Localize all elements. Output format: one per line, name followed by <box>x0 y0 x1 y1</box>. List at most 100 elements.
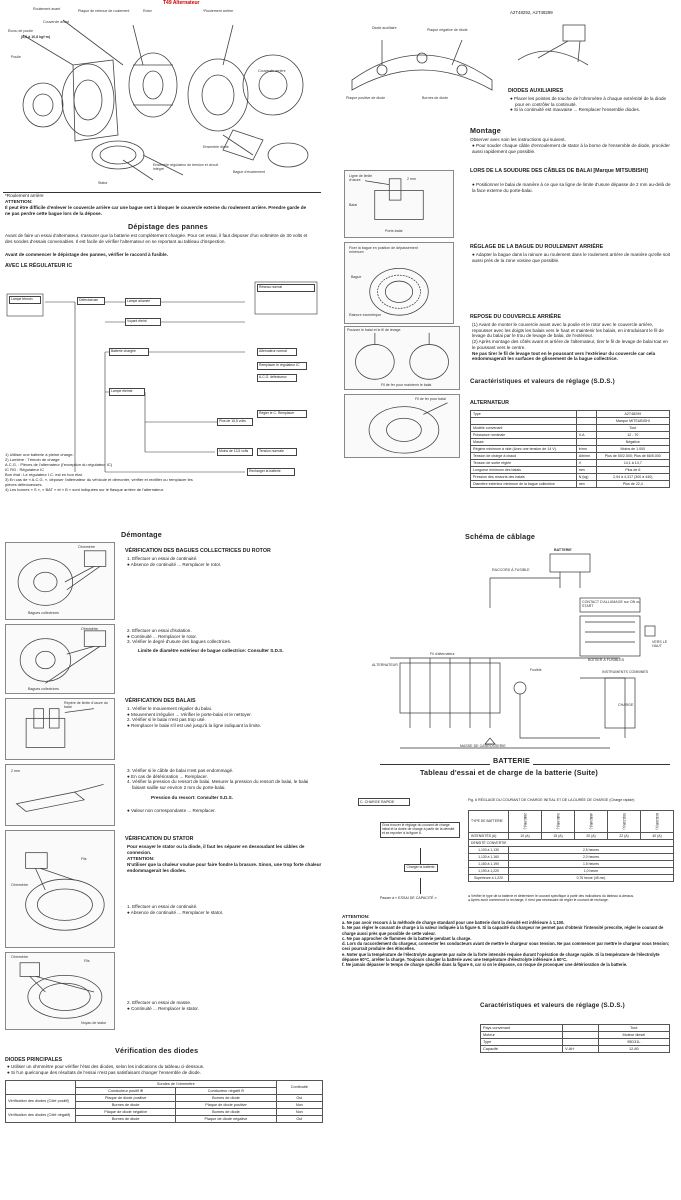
alternateur-label: ALTERNATEUR <box>470 400 509 406</box>
flow-node-1: Défectueuse <box>77 297 105 305</box>
fig6-notes: ● Vérifier le type de la batterie et dét… <box>468 894 668 903</box>
batt-att-item-4: e. Noter que la température de l'électro… <box>342 951 660 962</box>
verif-stator-att: ATTENTION: <box>127 856 155 861</box>
carac2-title: Caractéristiques et valeurs de réglage (… <box>480 1002 625 1009</box>
diode-table-sub-0: Conducteur positif ⊕ <box>74 1087 177 1095</box>
brush-drawing <box>25 708 94 748</box>
reglage-fig-label-0: Fixer la bague en position de dépassemen… <box>349 246 418 255</box>
diodes-title: Vérification des diodes <box>115 1046 199 1055</box>
flow-charge-line2 <box>420 878 421 894</box>
flow-node-5: Batterie chargée <box>109 348 149 356</box>
alt-label-3: Rotor <box>143 9 152 13</box>
verif-stator-list: 1. Effectuer un essai de continuité. ● A… <box>127 904 322 915</box>
verif-stator-list2: 2. Effectuer un essai de masse. ● Contin… <box>127 1000 322 1011</box>
alt-label-0: Roulement avant <box>33 7 61 11</box>
diode-row-2-c2: Bornes de diode <box>175 1108 277 1116</box>
schema-label-4: VERS LE HAUT <box>652 640 668 649</box>
alt-spec-cell <box>575 417 597 425</box>
alt-spec-cell: Modèle convenant <box>470 424 577 432</box>
fig-label-7: Fils <box>81 857 87 861</box>
flow-node-4: Réseau normal <box>257 284 315 292</box>
stator-drawing <box>25 852 105 931</box>
alt-label-11: Bague d'écartement <box>233 170 266 174</box>
alt-spec-cell: mm <box>575 466 597 474</box>
verif-stator-title: VÉRIFICATION DU STATOR <box>125 836 194 842</box>
verif-bagues-title: VÉRIFICATION DES BAGUES COLLECTRICES DU … <box>125 548 271 554</box>
rotor-isolation-drawing <box>19 630 107 684</box>
schema-label-1: RACCORD À FUSIBLE <box>492 568 530 572</box>
verif-balais-item2-0: 3. Vérifier si le câble de balai n'est p… <box>127 768 234 773</box>
alt-spec-cell: Tension de charge à chaud <box>470 452 577 460</box>
batt-spec-cell: Capacité <box>479 1045 564 1053</box>
flow-node-14: Recharger la batterie <box>247 468 295 476</box>
alt-spec-cell: tr/mn <box>575 445 597 453</box>
fig6-caption: Fig. 6 RÉGLAGE DU COURANT DE CHARGE INIT… <box>468 798 635 802</box>
verif-bagues-list2: 2. Effectuer un essai d'isolation. ● Con… <box>127 628 322 645</box>
fig-brush-spring: 2 mm <box>5 764 115 826</box>
flow-charge-box3: Passer à « ESSAI DE CAPACITÉ ». <box>380 896 438 900</box>
fig-brush-solder: Ligne de limite d'usure 2 mm Balai Porte… <box>344 170 454 238</box>
verif-balais-item-3: ● Remplacer le balai s'il est usé jusqu'… <box>127 723 262 729</box>
fig-rotor-continuity: Ohmmètre Bagues collectrices <box>5 542 115 620</box>
fig6-note-0: ● Vérifier le type de la batterie et dét… <box>468 894 635 898</box>
fig6-type-4: 80D26R(L) <box>640 810 674 833</box>
fig6-amp-3: 22 (A) <box>607 832 641 840</box>
rear-cover-drawing <box>355 332 449 380</box>
regulateur-title: AVEC LE RÉGULATEUR IC <box>5 263 73 269</box>
diode-row-1-c3: Non <box>275 1101 324 1109</box>
note-0: 1) Utiliser une batterie à pleine charge… <box>5 452 74 457</box>
alt-spec-cell: Négative <box>595 438 671 446</box>
diode-row-0-c3: Oui <box>275 1094 324 1102</box>
verif-bagues-list: 1. Effectuer un essai de continuité. ● A… <box>127 556 322 567</box>
batt-spec-cell <box>562 1038 599 1046</box>
diode-table-head-3: Continuité <box>275 1080 324 1095</box>
schema-label-9: Fusible <box>530 668 542 672</box>
schema-label-0: BATTERIE <box>554 548 572 552</box>
soudure-item: ● Positionner le balai de manière à ce q… <box>472 182 671 193</box>
alt-spec-cell: 2,94 à 4,317 (300 à 440) <box>595 473 671 481</box>
alt-label-4: *Roulement arrière <box>203 9 234 13</box>
depistage-title: Dépistage des pannes <box>128 222 208 231</box>
verif-balais-item-2: 2. Vérifier si le balai n'est pas trop u… <box>127 717 206 723</box>
diode-row-2-c1: Plaque de diode négative <box>74 1108 177 1116</box>
soudure-fig-label-0: Ligne de limite d'usure <box>349 174 373 183</box>
verif-bagues-limit: Limite de diamètre extérieur de bague co… <box>138 648 284 653</box>
flow-charge-line <box>420 848 421 864</box>
fig-label-6: Ohmmètre <box>11 883 28 887</box>
fig-label-2: Ohmmètre <box>81 627 98 631</box>
schema-label-8: ALTERNATEUR <box>372 663 398 667</box>
fig-stator-ground: Ohmmètre Fils Noyau de stator <box>5 952 115 1030</box>
batt-att-list: a. Ne pas avoir recours à la méthode de … <box>342 920 674 967</box>
alt-spec-cell: Plus de 22,4 <box>595 480 671 488</box>
bearing-ring-drawing <box>369 267 429 316</box>
reglage-title: RÉGLAGE DE LA BAGUE DU ROULEMENT ARRIÈRE <box>470 244 604 250</box>
alt-spec-cell: Masse <box>470 438 577 446</box>
wiring-diagram-drawing <box>390 553 656 749</box>
reglage-fig-label-2: Rainure excentrique <box>349 313 382 317</box>
schema-label-2: CONTACT D'ALLUMAGE sur ON ou START <box>582 600 641 609</box>
schema-label-5: INSTRUMENTS COMBINÉS <box>602 670 649 674</box>
diode-table-sub-1: Conducteur négatif ⊖ <box>175 1087 277 1095</box>
diodes-principales: DIODES PRINCIPALES <box>5 1057 62 1063</box>
soudure-fig-label-1: 2 mm <box>407 177 416 181</box>
note-4: Bon état : Le régulateur I.C. est en bon… <box>5 472 83 477</box>
alt-spec-cell: A/tr/mn <box>575 452 597 460</box>
fig-brush-wear: Repère de limite d'usure du balai <box>5 698 115 760</box>
verif-balais-last: ● Valeur non correspondante ... Remplace… <box>127 808 216 813</box>
alt-spec-cell: Type <box>470 410 577 418</box>
alt-spec-cell <box>575 410 597 418</box>
depistage-p2: Avant de commencer le dépistage des pann… <box>5 252 168 257</box>
flow-node-12: Moins de 13,5 volts <box>217 448 253 456</box>
verif-bagues-item-0: 1. Effectuer un essai de continuité. <box>127 556 198 561</box>
diodes-aux-item-0: ● Placer les pointes de touche de l'ohmm… <box>510 96 667 107</box>
table-row: Marque MITSUBISHI <box>470 417 671 425</box>
